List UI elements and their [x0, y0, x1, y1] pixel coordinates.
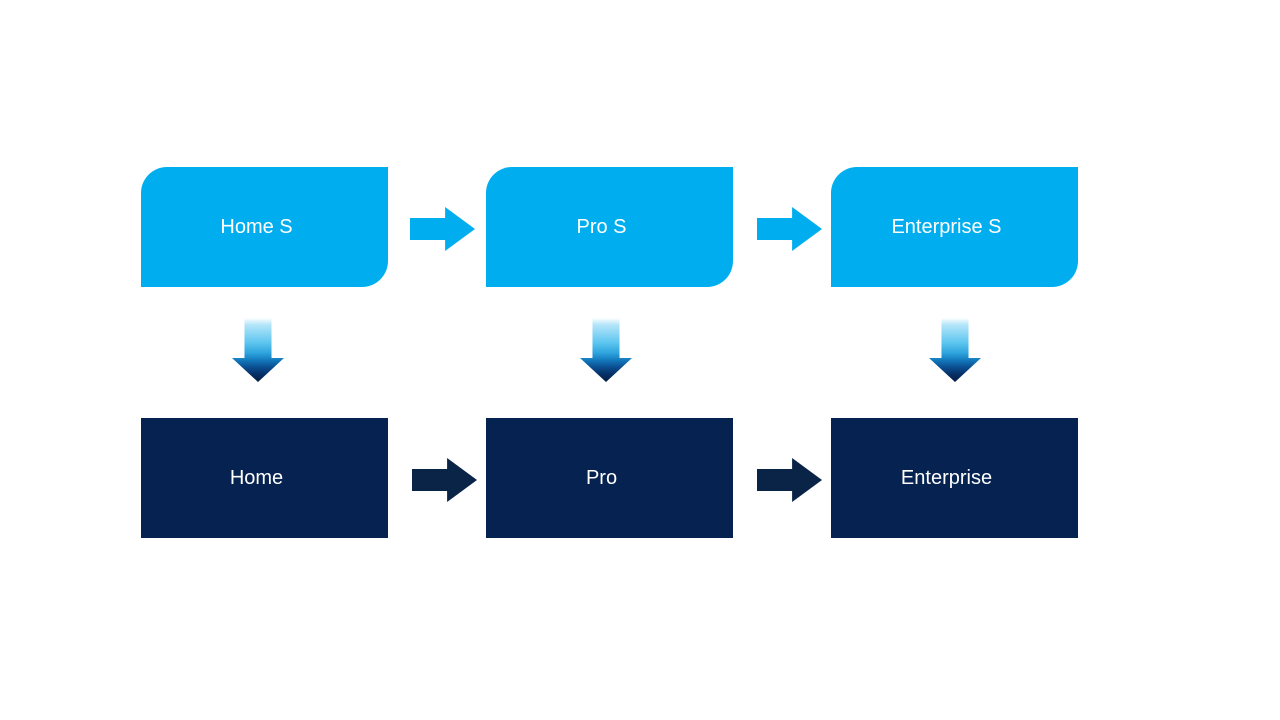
- box-home-s: Home S: [141, 167, 388, 287]
- box-pro-s-label: Pro S: [576, 216, 627, 238]
- box-pro: Pro: [486, 418, 733, 538]
- down-arrow-icon: [580, 318, 632, 382]
- down-arrow-icon: [232, 318, 284, 382]
- down-arrow-icon: [929, 318, 981, 382]
- box-enterprise-s-label: Enterprise S: [891, 216, 1002, 238]
- right-arrow-icon: [757, 207, 822, 251]
- right-arrow-icon: [757, 458, 822, 502]
- box-enterprise-s: Enterprise S: [831, 167, 1078, 287]
- right-arrow-icon: [410, 207, 475, 251]
- box-enterprise-label: Enterprise: [900, 467, 993, 489]
- box-home-s-label: Home S: [220, 216, 293, 238]
- right-arrow-icon: [412, 458, 477, 502]
- box-enterprise: Enterprise: [831, 418, 1078, 538]
- box-home-label: Home: [229, 467, 284, 489]
- box-pro-label: Pro: [585, 467, 618, 489]
- box-pro-s: Pro S: [486, 167, 733, 287]
- box-home: Home: [141, 418, 388, 538]
